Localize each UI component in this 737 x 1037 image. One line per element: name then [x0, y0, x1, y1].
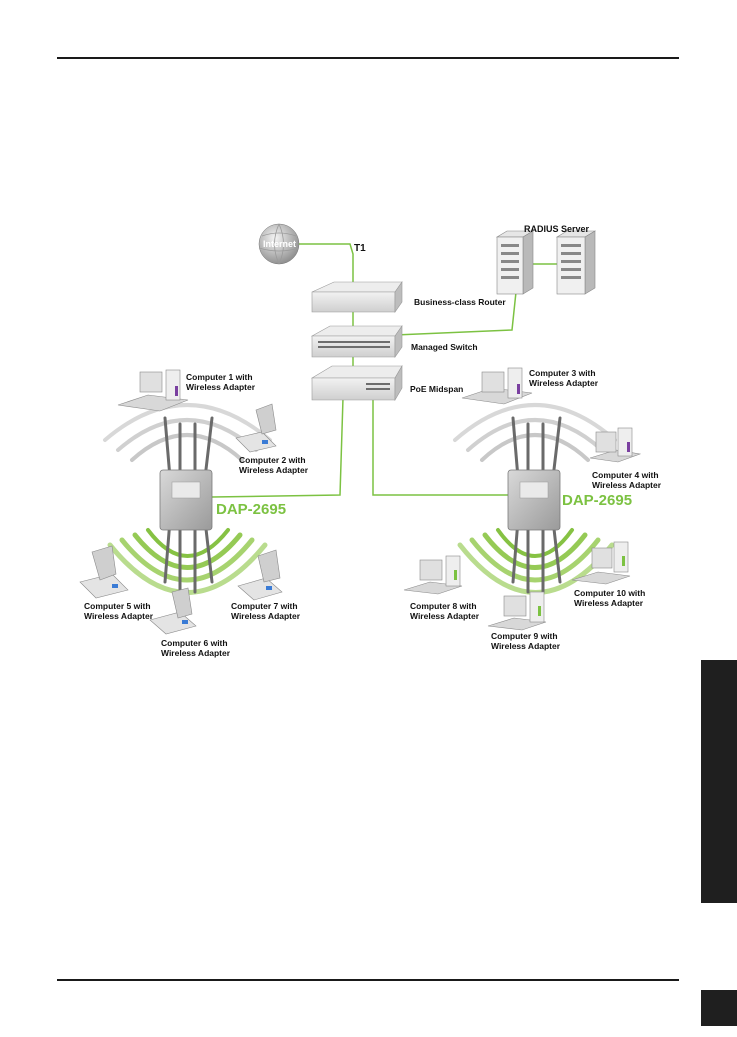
computer-8-label-line2: Wireless Adapter — [410, 611, 480, 621]
managed-switch-icon — [310, 325, 403, 358]
computer-5-label-line2: Wireless Adapter — [84, 611, 154, 621]
computer-1-label-line2: Wireless Adapter — [186, 382, 256, 392]
computer-10-label-line1: Computer 10 with — [574, 588, 645, 598]
computer-7-label-line1: Computer 7 with — [231, 601, 298, 611]
computer-10-icon — [571, 541, 631, 585]
computer-8-label-line1: Computer 8 with — [410, 601, 477, 611]
computer-2-label-line1: Computer 2 with — [239, 455, 306, 465]
computer-1-label-line1: Computer 1 with — [186, 372, 253, 382]
computer-3-label-line1: Computer 3 with — [529, 368, 596, 378]
switch-radius-link — [394, 291, 517, 336]
page-number-box — [701, 990, 737, 1026]
ap-left-label: DAP-2695 — [216, 501, 286, 518]
access-point-right-icon — [507, 416, 562, 594]
computer-2-label-line2: Wireless Adapter — [239, 465, 309, 475]
t1-label: T1 — [354, 243, 366, 254]
computer-7-laptop-icon — [237, 549, 283, 601]
computer-3-icon — [461, 367, 533, 405]
computer-5-label-line1: Computer 5 with — [84, 601, 151, 611]
poe-midspan-label: PoE Midspan — [410, 384, 463, 394]
midspan-ap-left-link — [211, 397, 344, 498]
computer-9-label-line1: Computer 9 with — [491, 631, 558, 641]
header-rule — [57, 57, 679, 59]
network-links — [211, 243, 560, 498]
computer-5-laptop-icon — [79, 545, 129, 599]
router-icon — [311, 281, 403, 313]
computer-3-label-line2: Wireless Adapter — [529, 378, 599, 388]
poe-midspan-icon — [310, 364, 403, 402]
computer-6-laptop-icon — [149, 587, 197, 635]
internet-globe-icon — [258, 223, 300, 265]
router-label: Business-class Router — [414, 297, 506, 307]
computer-8-icon — [403, 555, 463, 595]
internet-router-link — [298, 243, 354, 287]
computer-6-label-line2: Wireless Adapter — [161, 648, 231, 658]
side-language-tab — [701, 660, 737, 903]
computer-4-label-line1: Computer 4 with — [592, 470, 659, 480]
computer-10-label-line2: Wireless Adapter — [574, 598, 644, 608]
managed-switch-label: Managed Switch — [411, 342, 478, 352]
computer-1-icon — [117, 369, 189, 412]
computer-9-label-line2: Wireless Adapter — [491, 641, 561, 651]
computer-9-icon — [487, 591, 547, 631]
access-point-left-icon — [159, 416, 214, 594]
computer-2-laptop-icon — [235, 403, 277, 453]
midspan-ap-right-link — [372, 398, 512, 496]
computer-7-label-line2: Wireless Adapter — [231, 611, 301, 621]
computer-6-label-line1: Computer 6 with — [161, 638, 228, 648]
footer-rule — [57, 979, 679, 981]
computer-4-label-line2: Wireless Adapter — [592, 480, 662, 490]
internet-label: Internet — [263, 239, 296, 249]
radius-server-label: RADIUS Server — [524, 224, 590, 234]
radius-server-icon — [495, 230, 597, 295]
computer-4-icon — [589, 427, 642, 463]
ap-right-label: DAP-2695 — [562, 492, 632, 509]
